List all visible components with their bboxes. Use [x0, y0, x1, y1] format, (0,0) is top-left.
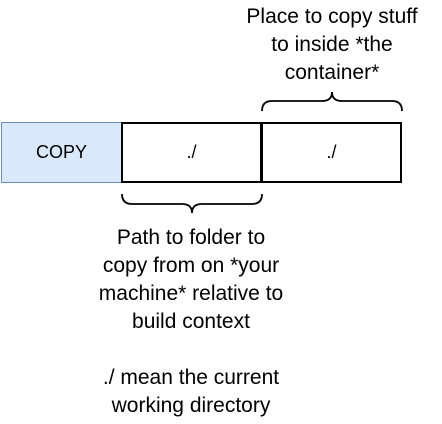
destination-annotation: Place to copy stuff to inside *the conta…: [246, 5, 418, 84]
source-path-cell: ./: [121, 122, 262, 183]
destination-brace: [261, 91, 403, 112]
copy-instruction-cell: COPY: [1, 122, 122, 183]
source-annotation: Path to folder to copy from on *your mac…: [98, 226, 284, 417]
copy-keyword-label: COPY: [35, 142, 87, 162]
destination-path-label: ./: [326, 142, 337, 162]
source-path-label: ./: [186, 142, 197, 162]
destination-path-cell: ./: [261, 122, 402, 183]
source-brace: [121, 193, 263, 214]
